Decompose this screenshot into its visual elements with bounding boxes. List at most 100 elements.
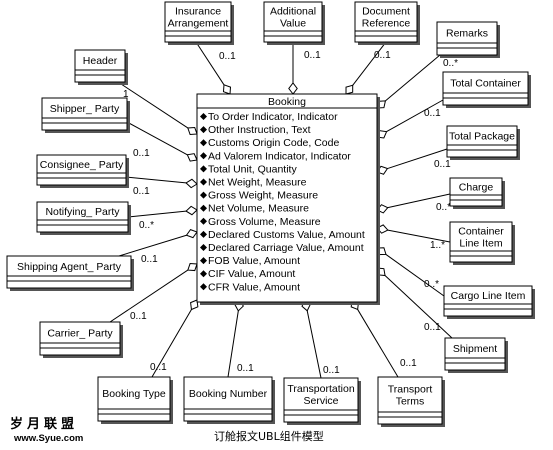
shipping-agent-party-association (118, 234, 187, 257)
insurance-arrangement-label: Arrangement (168, 18, 229, 30)
shipment-multiplicity: 0..1 (424, 322, 441, 333)
booking-box (196, 93, 378, 303)
consignee-party-box: Consignee_ Party (36, 154, 129, 188)
shipper-party-association (126, 121, 188, 156)
additional-value-multiplicity: 0..1 (304, 50, 321, 61)
notifying-party-frame (36, 201, 129, 233)
transportation-service-multiplicity: 0..1 (323, 365, 340, 376)
document-reference-label: Reference (362, 18, 411, 30)
carrier-party-association (109, 269, 189, 323)
document-reference-association (352, 41, 387, 86)
total-package-box: Total Package (446, 125, 520, 160)
charge-frame (449, 177, 503, 207)
transport-terms-frame (377, 376, 443, 425)
attribute-bullet (200, 152, 207, 160)
shipping-agent-party-frame (6, 255, 132, 289)
transport-terms-association (357, 309, 399, 378)
shipment-frame (444, 337, 506, 371)
shipper-party-multiplicity: 0..1 (133, 148, 150, 159)
charge-label: Charge (459, 182, 494, 194)
watermark-url: www.Syue.com (13, 433, 83, 444)
document-reference-multiplicity: 0..1 (374, 50, 391, 61)
shipment-box: Shipment (444, 337, 508, 373)
notifying-party-aggregation-diamond (185, 205, 198, 216)
transport-terms-multiplicity: 0..1 (400, 358, 417, 369)
cargo-line-item-frame (443, 285, 533, 317)
cargo-line-item-multiplicity: 0..* (424, 279, 439, 290)
booking-type-multiplicity: 0..1 (150, 362, 167, 373)
insurance-arrangement-frame (164, 1, 232, 43)
watermark-logo-text: 岁月联盟 (10, 416, 78, 432)
attribute-bullet (200, 217, 207, 225)
booking-attribute: Gross Weight, Measure (208, 190, 318, 202)
total-container-multiplicity: 0..1 (424, 108, 441, 119)
insurance-arrangement-label: Insurance (175, 6, 221, 18)
shipping-agent-party-label: Shipping Agent_ Party (17, 261, 122, 273)
booking-attribute: Net Weight, Measure (208, 177, 307, 189)
booking-attribute: To Order Indicator, Indicator (208, 111, 338, 123)
remarks-association (385, 54, 441, 102)
booking-number-multiplicity: 0..1 (237, 363, 254, 374)
booking-type-association (151, 309, 192, 378)
booking-attribute: CFR Value, Amount (208, 281, 300, 293)
charge-multiplicity: 0..* (436, 202, 451, 213)
booking-attribute: Declared Customs Value, Amount (208, 229, 365, 241)
notifying-party-association (127, 210, 187, 218)
shipper-party-frame (41, 97, 128, 131)
total-package-association (387, 148, 448, 170)
remarks-label: Remarks (446, 28, 488, 40)
booking-attribute: Total Unit, Quantity (208, 163, 297, 175)
booking-attribute: Customs Origin Code, Code (208, 137, 339, 149)
attribute-bullet (200, 270, 207, 278)
additional-value-frame (263, 1, 323, 43)
attribute-bullet (200, 204, 207, 212)
booking-number-box: Booking Number (183, 376, 275, 424)
booking-type-aggregation-diamond (190, 299, 199, 311)
container-line-item-frame (449, 221, 513, 263)
carrier-party-box: Carrier_ Party (39, 321, 123, 358)
remarks-frame (436, 21, 498, 56)
attribute-bullet (200, 113, 207, 120)
shipper-party-aggregation-diamond (186, 153, 198, 162)
cargo-line-item-association (385, 253, 445, 297)
remarks-box: Remarks (436, 21, 500, 58)
insurance-arrangement-multiplicity: 0..1 (219, 51, 236, 62)
transport-terms-label: Transport (388, 384, 433, 396)
attribute-bullet (200, 257, 207, 265)
booking-title: Booking (268, 96, 306, 108)
total-package-multiplicity: 0..1 (434, 159, 451, 170)
cargo-line-item-box: Cargo Line Item (443, 285, 535, 319)
header-multiplicity: 1 (123, 89, 129, 100)
booking-type-label: Booking Type (102, 388, 166, 400)
total-package-label: Total Package (449, 131, 515, 143)
total-container-label: Total Container (450, 78, 521, 90)
shipment-label: Shipment (453, 343, 497, 355)
booking-number-label: Booking Number (189, 388, 268, 400)
additional-value-label: Value (280, 18, 306, 30)
shipper-party-label: Shipper_ Party (50, 103, 120, 115)
header-frame (74, 49, 126, 83)
header-association (117, 81, 189, 129)
carrier-party-aggregation-diamond (187, 263, 198, 272)
total-container-association (386, 99, 444, 133)
insurance-arrangement-association (195, 41, 225, 86)
document-reference-label: Document (362, 6, 410, 18)
total-package-frame (446, 125, 518, 158)
attribute-bullet (200, 139, 207, 147)
booking-attribute: Gross Volume, Measure (208, 216, 321, 228)
attribute-bullet (200, 126, 207, 134)
shipper-party-box: Shipper_ Party (41, 97, 130, 133)
container-line-item-label: Line Item (459, 238, 502, 250)
booking-number-association (227, 310, 239, 378)
total-container-box: Total Container (442, 71, 531, 108)
transportation-service-label: Transportation (287, 383, 354, 395)
transportation-service-label: Service (303, 395, 338, 407)
